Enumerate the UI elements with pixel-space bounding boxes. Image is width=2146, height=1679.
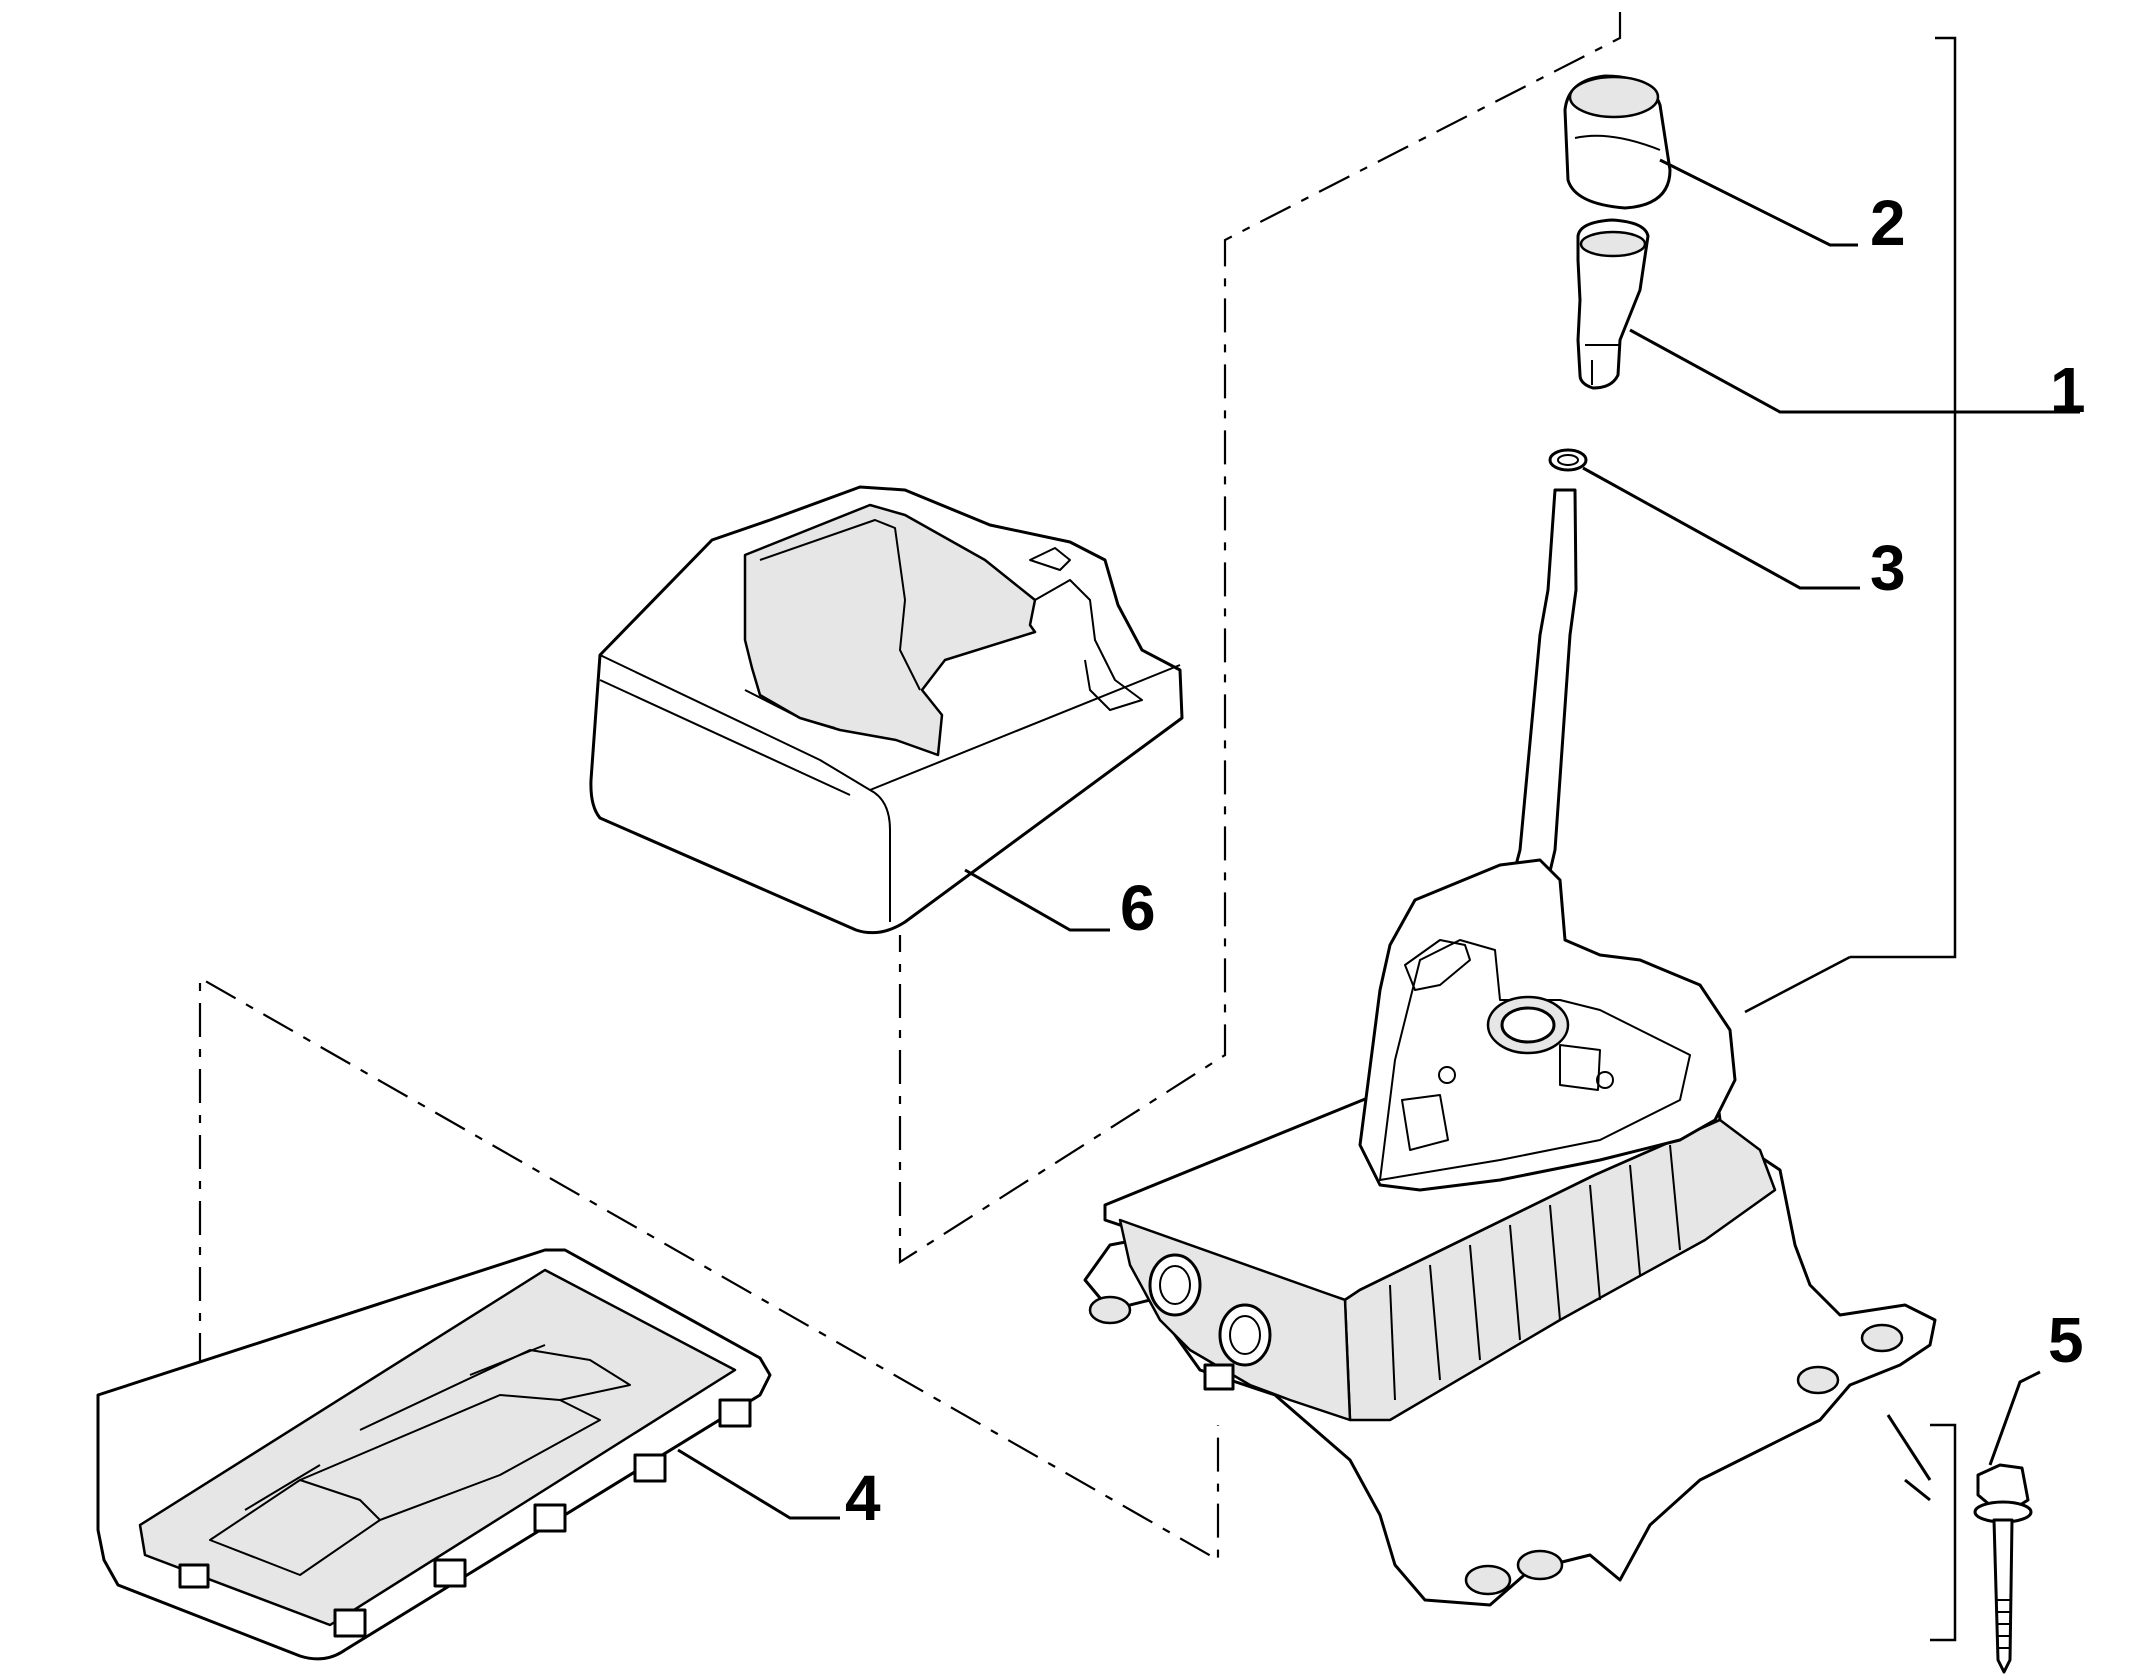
- shifter-base-part-1: [1083, 488, 1937, 1607]
- assembly-bracket: [1744, 36, 1957, 1014]
- callout-3: 3: [1870, 532, 1906, 604]
- housing-ribs: [1389, 1144, 1681, 1401]
- callout-2: 2: [1870, 187, 1906, 259]
- callout-5: 5: [2048, 1304, 2084, 1376]
- callout-labels: 2 1 3 6 4 5: [845, 187, 2086, 1534]
- console-cover-part-6: [589, 485, 1184, 935]
- assembly-guide-lines: [198, 12, 1622, 1565]
- knob-adapter-part-1: [1576, 218, 1650, 390]
- leader-lines: [677, 158, 2080, 1642]
- callout-1: 1: [2050, 354, 2086, 426]
- callout-6: 6: [1120, 872, 1156, 944]
- bolt-part-5: [1973, 1463, 2033, 1674]
- callout-4: 4: [845, 1462, 881, 1534]
- ring-part-3: [1548, 448, 1588, 472]
- tray-part-4: [96, 1248, 772, 1661]
- shift-knob-part-2: [1563, 74, 1672, 210]
- tray-clips: [178, 1398, 752, 1638]
